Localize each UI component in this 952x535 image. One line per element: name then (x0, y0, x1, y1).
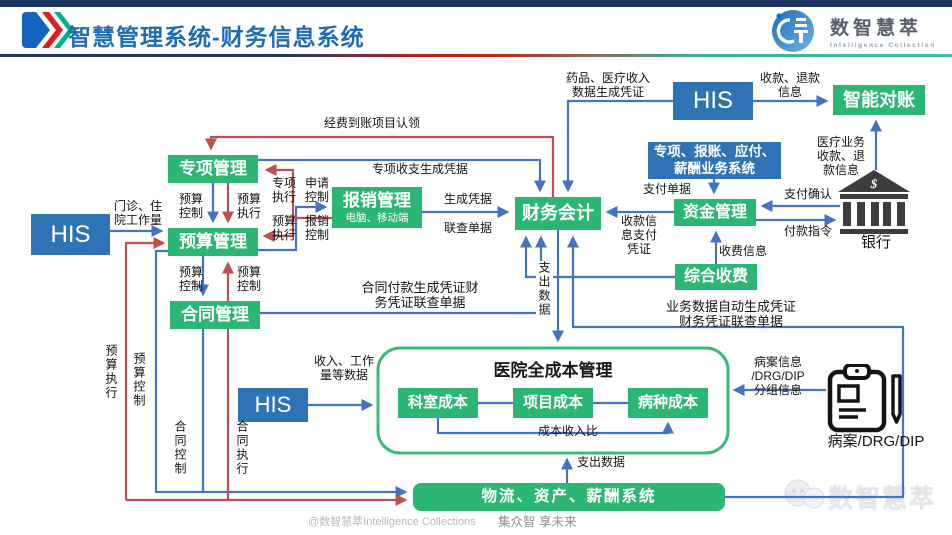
edge-special-to-finance (258, 158, 547, 193)
edge-exec-to-budget (124, 236, 166, 500)
label-cost-revenue-ratio: 成本收入比 (537, 424, 598, 438)
edge-budget-to-logistics (154, 249, 408, 499)
label-payment-order: 付款指令 (783, 224, 832, 238)
watermark-copyright: @数智慧萃Intelligence Collections (308, 516, 476, 528)
label-expense-data: 支出数据 (577, 455, 626, 469)
label-drug-revenue-voucher: 药品、医疗收入 数据生成凭证 (565, 71, 650, 100)
label-payment-docs: 支付单据 (643, 182, 692, 196)
label-fee-info: 收费信息 (719, 244, 768, 258)
reimburse-title: 报销管理 (343, 191, 411, 211)
label-receipt-payment-voucher: 收款信 息支付 凭证 (620, 214, 657, 257)
box-his-left: HIS (31, 214, 110, 255)
box-reimburse-mgmt: 报销管理 电脑、移动端 (332, 187, 422, 228)
label-contract-control-v: 合同控制 (173, 420, 187, 476)
label-payment-confirm: 支付确认 (783, 187, 832, 201)
edge-cost-revenue-ratio (436, 418, 675, 435)
label-contract-payment-voucher: 合同付款生成凭证财 务凭证联查单据 (361, 280, 479, 311)
edge-logistics-to-finance (566, 235, 905, 499)
edge-his-to-finance (561, 99, 673, 193)
label-budget-control-1: 预算 控制 (178, 192, 203, 221)
label-budget-execution: 预算 执行 (271, 214, 296, 243)
box-dept-cost: 科室成本 (398, 388, 478, 418)
box-fund-mgmt: 资金管理 (674, 199, 756, 226)
watermark-slogan: 集众智 享未来 (498, 515, 577, 529)
label-medical-receipt-refund: 医疗业务 收款、退 款信息 (816, 135, 865, 178)
box-fee-collection: 综合收费 (675, 264, 757, 290)
edge-fee-to-finance (519, 235, 675, 279)
top-bar (0, 0, 952, 7)
label-generate-voucher: 生成凭据 (443, 192, 492, 206)
watermark-brand: 数智慧萃 (828, 485, 937, 513)
label-budget-control-v: 预算控制 (132, 352, 146, 408)
bank-label: 银行 (860, 234, 891, 251)
label-expense-data-v: 支出数据 (536, 261, 553, 325)
box-budget-mgmt: 预算管理 (168, 228, 258, 256)
header-separator (0, 54, 952, 57)
cost-container-title: 医院全成本管理 (493, 361, 613, 380)
label-budget-execution-2: 预算 执行 (236, 192, 261, 221)
brand-logo-icon (772, 10, 814, 52)
box-finance-accounting: 财务会计 (515, 197, 601, 230)
edge-budget-to-reimburse (258, 200, 328, 252)
brand-logo: 数智慧萃 Intelligence Collection (770, 8, 936, 54)
medical-record-label: 病案/DRG/DIP (827, 433, 925, 450)
label-contract-execution-v: 合同执行 (235, 420, 249, 476)
label-special-execution: 专项 执行 (271, 176, 296, 205)
edge-reimburse-to-special (264, 163, 332, 220)
label-budget-control-3: 预算 控制 (236, 265, 261, 294)
box-smart-reconciliation: 智能对账 (833, 85, 925, 115)
reimburse-subtitle: 电脑、移动端 (345, 211, 409, 224)
box-his-bottom: HIS (238, 388, 308, 422)
box-contract-mgmt: 合同管理 (170, 301, 260, 329)
box-logistics-systems: 物流、资产、薪酬系统 (413, 483, 725, 511)
chevron-logo-icon (22, 12, 74, 53)
edge-reimburse-to-budget (262, 218, 295, 243)
bank-icon: $ (838, 170, 910, 239)
label-apply-control: 申请 控制 (304, 176, 329, 205)
box-his-top: HIS (673, 82, 753, 120)
label-reimburse-control: 报销 控制 (304, 214, 329, 243)
label-budget-control-2: 预算 控制 (178, 265, 203, 294)
label-budget-execution-v: 预算执行 (104, 344, 118, 400)
label-special-voucher: 专项收支生成凭据 (372, 162, 469, 176)
label-record-drg-info: 病案信息 /DRG/DIP 分组信息 (751, 355, 805, 398)
brand-subtitle: Intelligence Collection (830, 42, 936, 49)
label-link-check-docs: 联查单据 (443, 221, 492, 235)
box-project-cost: 项目成本 (513, 388, 593, 418)
label-fund-arrival-claim: 经费到账项目认领 (324, 116, 421, 130)
brand-name: 数智慧萃 (830, 18, 923, 39)
svg-text:$: $ (870, 176, 878, 191)
label-revenue-workload-data: 收入、工作 量等数据 (313, 354, 374, 383)
box-disease-cost: 病种成本 (628, 388, 708, 418)
label-business-data-voucher: 业务数据自动生成凭证 财务凭证联查单据 (665, 299, 796, 330)
box-special-mgmt: 专项管理 (168, 155, 258, 183)
label-outpatient-workload: 门诊、住 院工作量 (113, 199, 162, 228)
label-receipt-refund-info: 收款、退款 信息 (759, 71, 820, 100)
edge-finance-to-special (204, 135, 555, 197)
page-title: 智慧管理系统-财务信息系统 (68, 24, 365, 50)
box-business-systems: 专项、报账、应付、 薪酬业务系统 (648, 142, 781, 179)
medical-record-icon (824, 363, 906, 439)
